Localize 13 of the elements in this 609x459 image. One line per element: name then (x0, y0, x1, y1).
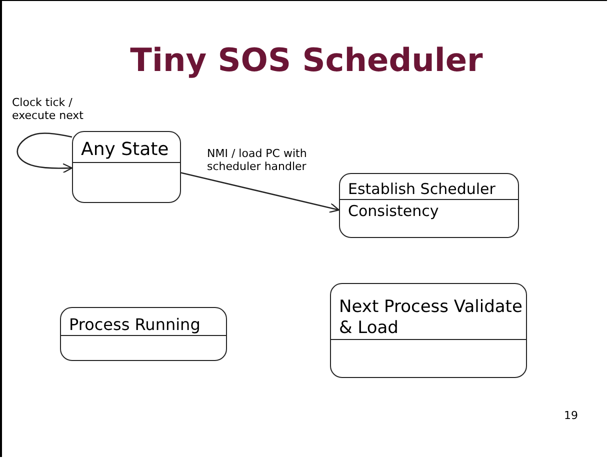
transition-arrow (180, 172, 340, 213)
state-name: Process Running (69, 314, 200, 334)
state-name: Any State (81, 139, 169, 161)
page-number: 19 (564, 409, 578, 422)
state-box (72, 131, 181, 203)
state-box (339, 173, 519, 238)
transition-arrow (16, 132, 73, 174)
state-box (60, 307, 227, 361)
state-activity: Consistency (348, 202, 439, 220)
state-name: Next Process Validate & Load (339, 297, 524, 338)
slide-title: Tiny SOS Scheduler (129, 41, 484, 79)
state-name: Establish Scheduler (348, 180, 496, 198)
state-box (330, 283, 527, 378)
